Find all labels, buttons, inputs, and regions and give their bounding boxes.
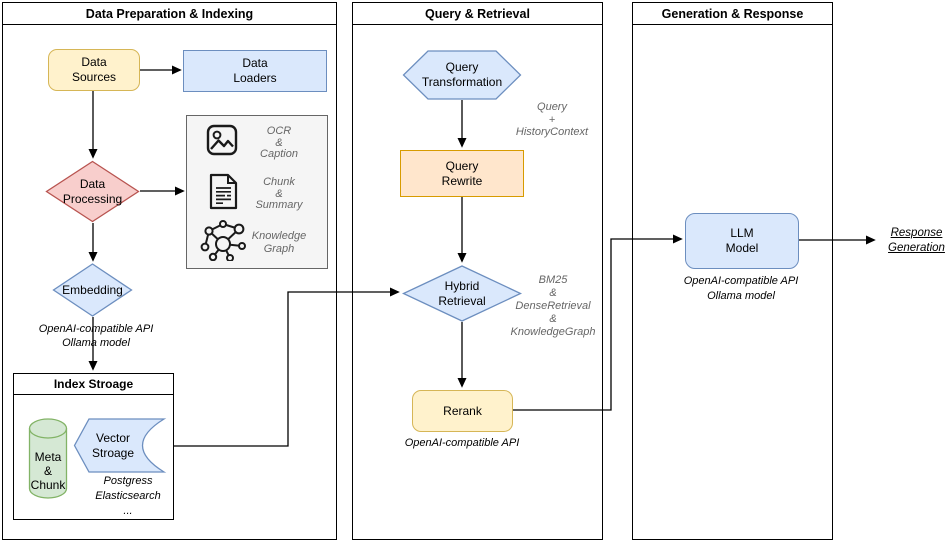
node-vector-storage: Vector Stroage (73, 418, 167, 473)
vector-backends-line3: ... (123, 505, 133, 517)
query-context-line1: Query (537, 101, 567, 113)
llm-model-label-line2: Model (725, 241, 759, 255)
retrieval-methods-annotation: BM25 & DenseRetrieval & KnowledgeGraph (494, 274, 612, 339)
retrieval-methods-line2: & (549, 287, 557, 299)
retrieval-methods-line4: & (549, 313, 557, 325)
data-loaders-label-line1: Data (242, 56, 268, 70)
query-rewrite-label-line2: Rewrite (441, 173, 483, 188)
llm-api-line2: Ollama model (707, 290, 775, 302)
node-llm-model: LLM Model (685, 213, 799, 269)
meta-chunk-label-line3: Chunk (30, 477, 66, 492)
embedding-label: Embedding (62, 283, 123, 298)
meta-chunk-label-line2: & (43, 463, 52, 478)
rerank-label: Rerank (443, 404, 482, 419)
node-data-processing: Data Processing (45, 160, 140, 223)
retrieval-methods-line1: BM25 (538, 274, 568, 286)
knowledge-graph-line1: Knowledge (251, 230, 307, 242)
image-icon (206, 124, 238, 156)
ocr-caption-line3: Caption (260, 148, 298, 160)
data-processing-label: Data Processing (63, 177, 122, 207)
embedding-api-annotation: OpenAI-compatible API Ollama model (20, 323, 172, 350)
node-query-rewrite: Query Rewrite (400, 150, 524, 197)
query-context-line3: HistoryContext (515, 126, 589, 138)
llm-api-annotation: OpenAI-compatible API Ollama model (680, 274, 802, 304)
vector-storage-label-line1: Vector (95, 430, 131, 445)
ocr-caption-line1: OCR (266, 125, 292, 137)
node-hybrid-retrieval: Hybrid Retrieval (401, 265, 523, 322)
node-data-loaders: Data Loaders (183, 50, 327, 92)
node-query-transformation: Query Transformation (402, 50, 522, 100)
knowledge-graph-icon (200, 220, 246, 261)
query-transformation-label-line2: Transformation (421, 75, 503, 89)
data-loaders-label-line2: Loaders (233, 71, 277, 85)
container-data-preparation-title-text: Data Preparation & Indexing (85, 6, 254, 21)
vector-storage-label-line2: Stroage (91, 445, 135, 460)
ocr-caption-annotation: OCR & Caption (239, 125, 319, 161)
knowledge-graph-annotation: Knowledge Graph (239, 230, 319, 255)
rerank-api-annotation: OpenAI-compatible API (402, 437, 522, 450)
chunk-summary-line2: & (275, 187, 283, 200)
data-processing-label-line2: Processing (62, 191, 123, 206)
container-generation-response: Generation & Response (632, 2, 833, 540)
embedding-api-line1: OpenAI-compatible API (38, 323, 154, 335)
retrieval-methods-line5: KnowledgeGraph (510, 326, 596, 338)
node-meta-chunk: Meta & Chunk (28, 417, 68, 500)
embedding-diamond-shape (52, 263, 133, 317)
document-icon (209, 173, 238, 210)
vector-storage-label: Vector Stroage (92, 431, 134, 461)
response-generation-line2: Generation (888, 242, 945, 254)
processing-options-box: OCR & Caption Chunk & Summary (186, 115, 328, 269)
container-generation-response-title: Generation & Response (632, 2, 833, 25)
chunk-summary-annotation: Chunk & Summary (239, 176, 319, 212)
container-generation-response-title-text: Generation & Response (661, 6, 804, 21)
data-sources-label: Data Sources (72, 55, 116, 85)
container-query-retrieval-title-text: Query & Retrieval (425, 6, 530, 21)
container-data-preparation-title: Data Preparation & Indexing (2, 2, 337, 25)
chunk-summary-line3: Summary (255, 199, 303, 211)
data-sources-label-line1: Data (81, 55, 107, 69)
query-rewrite-label-line1: Query (445, 158, 479, 173)
meta-chunk-label: Meta & Chunk (31, 450, 66, 492)
retrieval-methods-line3: DenseRetrieval (515, 300, 591, 312)
rerank-label-text: Rerank (443, 403, 482, 418)
hybrid-retrieval-label-line2: Retrieval (438, 293, 486, 308)
node-embedding: Embedding (52, 263, 133, 317)
query-transformation-hexagon-shape (402, 50, 522, 100)
knowledge-graph-line2: Graph (263, 242, 295, 255)
hybrid-retrieval-label: Hybrid Retrieval (438, 279, 485, 309)
node-data-sources: Data Sources (48, 49, 140, 91)
vector-backends-line1: Postgress (103, 475, 153, 487)
chunk-summary-line1: Chunk (263, 176, 295, 188)
meta-chunk-label-line1: Meta (34, 449, 62, 464)
response-generation-annotation: Response Generation (882, 226, 951, 256)
ocr-caption-line2: & (275, 136, 283, 149)
query-context-annotation: Query + HistoryContext (500, 101, 604, 139)
data-processing-diamond-shape (45, 160, 140, 223)
query-rewrite-label: Query Rewrite (442, 159, 483, 189)
data-processing-label-line1: Data (79, 176, 106, 191)
llm-model-label: LLM Model (726, 226, 759, 256)
vector-backends-annotation: Postgress Elasticsearch ... (78, 474, 178, 519)
data-sources-label-line2: Sources (71, 70, 117, 84)
llm-model-label-line1: LLM (730, 226, 754, 240)
index-storage-title-text: Index Stroage (53, 377, 134, 391)
vector-backends-line2: Elasticsearch (95, 490, 161, 502)
container-data-preparation: Data Preparation & Indexing (2, 2, 337, 540)
embedding-label-text: Embedding (62, 282, 123, 297)
llm-api-line1: OpenAI-compatible API (683, 275, 799, 287)
rerank-api-line1: OpenAI-compatible API (404, 437, 520, 449)
hybrid-retrieval-diamond-shape (401, 265, 523, 322)
data-loaders-label: Data Loaders (233, 56, 276, 86)
query-transformation-label: Query Transformation (422, 60, 502, 90)
query-transformation-label-line1: Query (445, 60, 479, 74)
hybrid-retrieval-label-line1: Hybrid (444, 278, 480, 293)
embedding-api-line2: Ollama model (62, 336, 130, 349)
index-storage-title: Index Stroage (14, 374, 173, 395)
node-rerank: Rerank (412, 390, 513, 432)
vector-storage-shape (73, 418, 167, 473)
container-query-retrieval-title: Query & Retrieval (352, 2, 603, 25)
query-context-line2: + (548, 113, 556, 126)
response-generation-line1: Response (890, 227, 943, 239)
database-cylinder-shape (28, 418, 68, 499)
